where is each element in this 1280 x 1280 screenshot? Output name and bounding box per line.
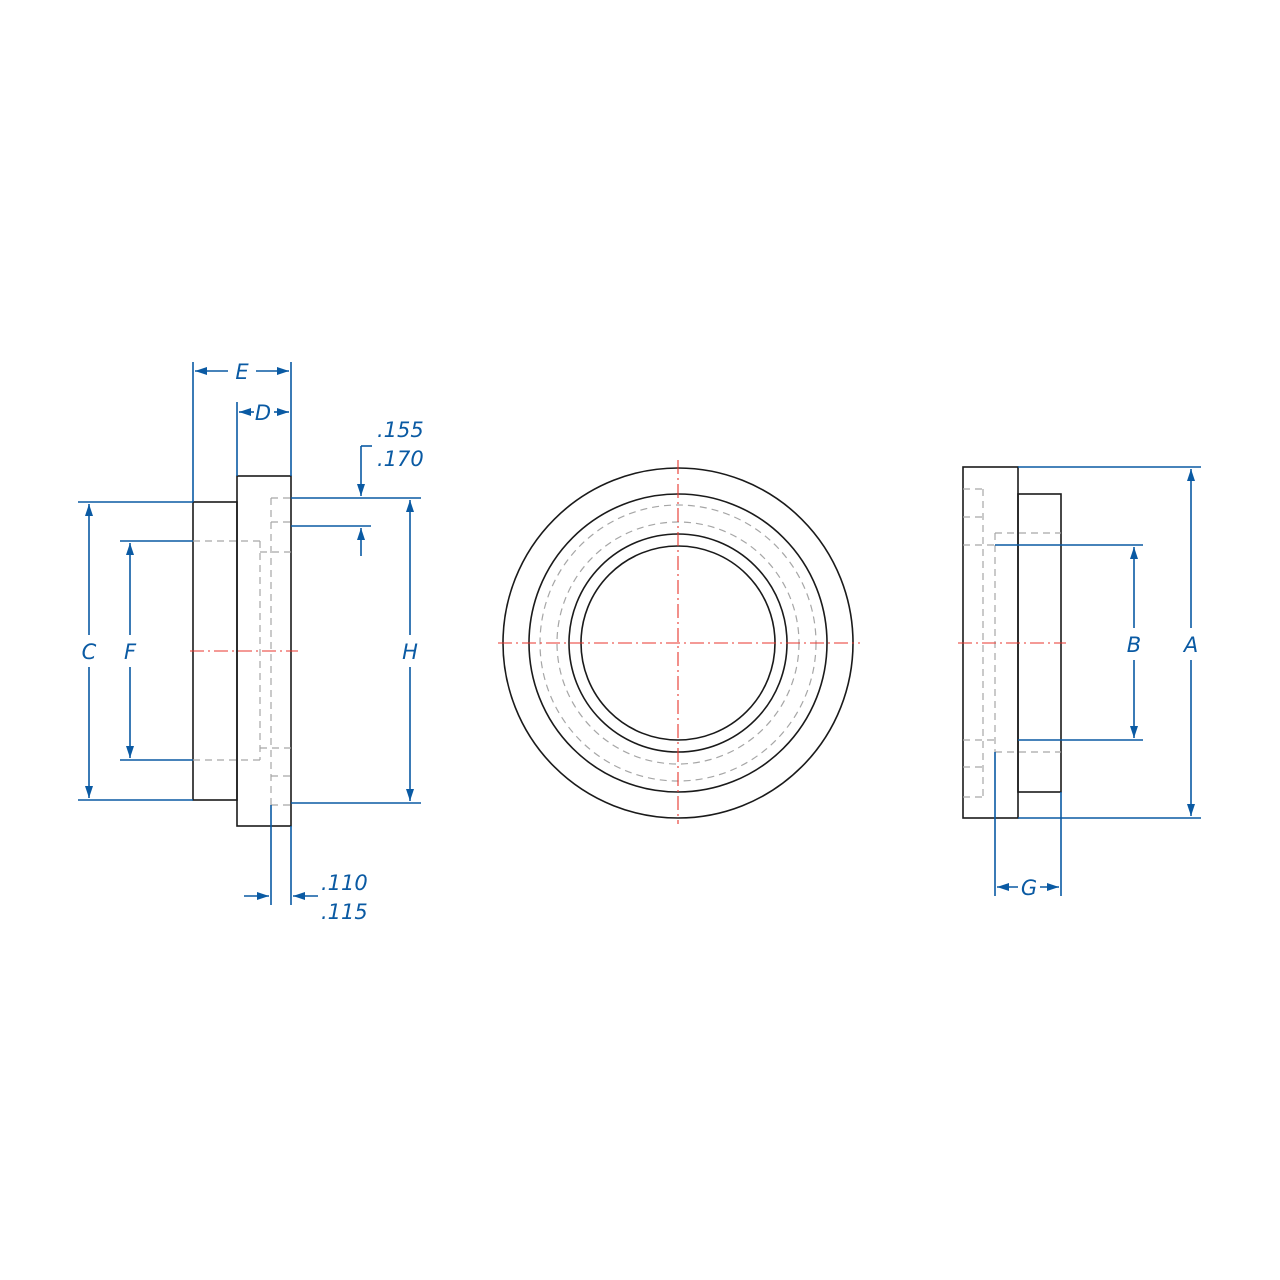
side-view-left <box>190 475 298 827</box>
dim-label-a: A <box>1182 633 1198 657</box>
dimensions-left: C F H E D .155 .170 . <box>78 360 424 924</box>
front-view <box>498 460 860 824</box>
dim-label-c: C <box>82 640 97 664</box>
hidden-lines-left <box>193 497 291 806</box>
dim-label-f: F <box>124 640 137 664</box>
tolerance-top-max: .170 <box>377 447 424 471</box>
dim-label-h: H <box>402 640 418 664</box>
side-view-right <box>958 466 1066 819</box>
tolerance-bottom-max: .115 <box>321 900 368 924</box>
tolerance-bottom-min: .110 <box>321 871 368 895</box>
dim-label-b: B <box>1127 633 1141 657</box>
dim-label-d: D <box>255 401 271 425</box>
dim-label-e: E <box>235 360 249 384</box>
tolerance-top-min: .155 <box>377 418 424 442</box>
dimensions-right: A B G <box>994 466 1201 900</box>
dim-label-g: G <box>1021 876 1037 900</box>
